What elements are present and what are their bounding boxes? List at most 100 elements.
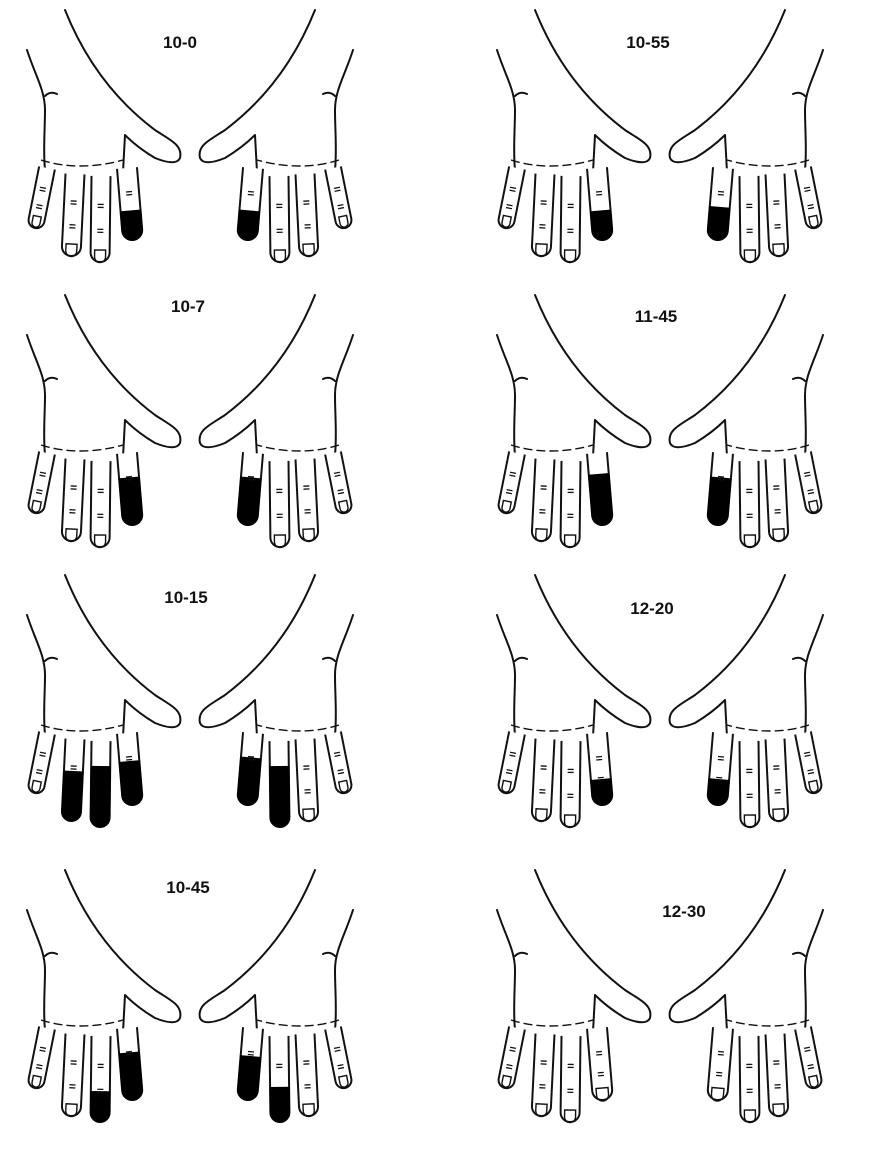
hand-panel: 10-0 [163, 33, 197, 52]
blanched-fingertip [591, 210, 613, 240]
middle-finger [91, 1036, 111, 1122]
blanched-fingertip [91, 1092, 110, 1122]
left-hand [497, 295, 650, 548]
blanched-fingertip [589, 474, 613, 526]
ring-finger [766, 174, 789, 257]
little-finger [27, 1026, 55, 1089]
blanched-fingertip [707, 477, 731, 525]
little-finger [325, 451, 353, 514]
little-finger [795, 1026, 823, 1089]
index-finger [707, 452, 733, 526]
little-finger [795, 731, 823, 794]
blanched-fingertip [119, 477, 143, 525]
blanched-fingertip [91, 767, 111, 827]
ring-finger [296, 739, 319, 822]
blanched-fingertip [237, 210, 259, 240]
left-hand [497, 575, 650, 828]
time-label: 12-20 [630, 599, 673, 618]
knuckle-line [727, 725, 809, 731]
knuckle-line [511, 1020, 593, 1026]
knuckle-line [511, 725, 593, 731]
left-hand [27, 295, 180, 548]
ring-finger [61, 174, 84, 257]
blanched-fingertip [270, 1087, 289, 1122]
middle-finger [90, 461, 110, 548]
right-hand [200, 575, 353, 827]
time-label: 10-7 [171, 297, 205, 316]
left-hand [27, 870, 180, 1122]
middle-finger [270, 741, 290, 827]
middle-finger [270, 176, 290, 263]
little-finger [27, 451, 55, 514]
middle-finger [560, 741, 580, 828]
knuckle-line [727, 1020, 809, 1026]
middle-finger [740, 176, 760, 263]
blanched-fingertip [591, 779, 613, 806]
knuckle-line [727, 445, 809, 451]
ring-finger [766, 459, 789, 542]
time-label: 10-0 [163, 33, 197, 52]
blanched-fingertip [121, 210, 143, 240]
right-hand [200, 295, 353, 548]
ring-finger [531, 459, 554, 542]
ring-finger [296, 1034, 319, 1117]
index-finger [237, 732, 263, 806]
blanched-fingertip [270, 767, 290, 827]
little-finger [795, 451, 823, 514]
ring-finger [296, 174, 319, 257]
little-finger [325, 1026, 353, 1089]
little-finger [497, 1026, 525, 1089]
hand-panel: 12-30 [662, 902, 705, 921]
ring-finger [61, 1034, 84, 1117]
ring-finger [531, 739, 554, 822]
hand-panel: 12-20 [630, 599, 673, 618]
ring-finger [296, 459, 319, 542]
hand-panel: 10-45 [166, 878, 209, 897]
knuckle-line [257, 1020, 339, 1026]
left-hand [27, 575, 180, 827]
time-label: 10-55 [626, 33, 669, 52]
middle-finger [740, 461, 760, 548]
middle-finger [90, 176, 110, 263]
little-finger [497, 166, 525, 229]
time-label: 10-45 [166, 878, 209, 897]
knuckle-line [41, 445, 123, 451]
little-finger [27, 166, 55, 229]
blanched-fingertip [119, 761, 143, 806]
little-finger [795, 166, 823, 229]
right-hand [670, 295, 823, 548]
blanched-fingertip [62, 771, 83, 821]
ring-finger [766, 1034, 789, 1117]
knuckle-line [511, 445, 593, 451]
middle-finger [560, 1036, 580, 1123]
index-finger [237, 452, 263, 526]
index-finger [587, 452, 613, 526]
hand-panel: 10-7 [171, 297, 205, 316]
hand-panel: 10-55 [626, 33, 669, 52]
blanched-fingertip [119, 1052, 143, 1100]
index-finger [707, 732, 733, 806]
knuckle-line [511, 160, 593, 166]
knuckle-line [41, 160, 123, 166]
time-label: 12-30 [662, 902, 705, 921]
index-finger [707, 167, 733, 241]
little-finger [497, 451, 525, 514]
index-finger [117, 167, 143, 241]
right-hand [670, 10, 823, 263]
middle-finger [740, 1036, 760, 1123]
index-finger [587, 732, 613, 806]
little-finger [325, 731, 353, 794]
ring-finger [62, 739, 85, 822]
ring-finger [766, 739, 789, 822]
middle-finger [91, 741, 111, 827]
blanched-fingertip [707, 779, 729, 806]
right-hand [200, 870, 353, 1122]
knuckle-line [41, 725, 123, 731]
right-hand [670, 575, 823, 828]
left-hand [497, 870, 650, 1123]
index-finger [587, 1027, 613, 1102]
hand-panel: 11-45 [635, 307, 678, 326]
little-finger [497, 731, 525, 794]
time-label: 11-45 [635, 307, 678, 326]
